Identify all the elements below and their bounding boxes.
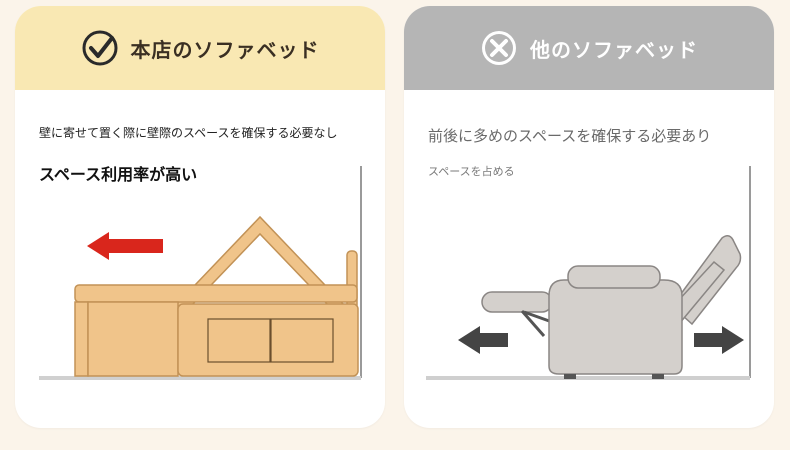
leg: [564, 374, 576, 379]
floor-shadow: [426, 376, 750, 380]
recliner-sofa-bed-illustration: [426, 166, 751, 380]
card-title: 本店のソファベッド: [130, 37, 320, 62]
floor-shadow: [39, 376, 361, 380]
card-title: 他のソファベッド: [530, 37, 698, 62]
caption-main: 前後に多めのスペースを確保する必要あり: [428, 127, 712, 145]
caption-sub: スペースを占める: [428, 165, 515, 178]
dark-arrow-left-icon: [458, 326, 508, 354]
dark-arrow-right-icon: [694, 326, 744, 354]
x-circle-icon: [482, 31, 516, 65]
other-sofa-bed-card: 他のソファベッド 前後に多めのスペースを確保する必要あり スペースを占める: [404, 6, 774, 428]
leg: [652, 374, 664, 379]
sofa-bed-shape: [74, 215, 359, 377]
check-circle-icon: [82, 30, 117, 66]
card-header: 他のソファベッド: [404, 6, 774, 90]
caption-main: 壁に寄せて置く際に壁際のスペースを確保する必要なし: [39, 126, 338, 140]
caption-sub: スペース利用率が高い: [39, 165, 198, 184]
red-arrow-left-icon: [87, 232, 163, 260]
compact-sofa-bed-illustration: [39, 166, 362, 380]
our-sofa-bed-card: 本店のソファベッド 壁に寄せて置く際に壁際のスペースを確保する必要なし スペース…: [15, 6, 385, 428]
recliner-shape: [481, 235, 742, 375]
card-header: 本店のソファベッド: [15, 6, 385, 90]
